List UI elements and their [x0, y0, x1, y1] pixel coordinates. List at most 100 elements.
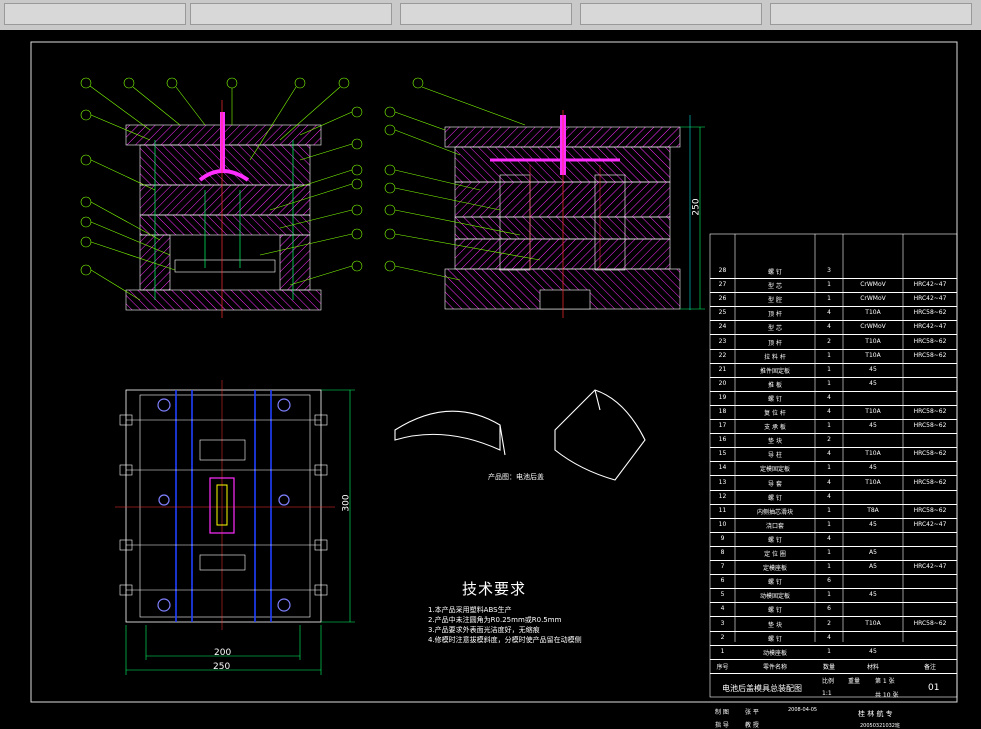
bom-cell: T10A — [865, 478, 881, 486]
bom-cell: 1 — [827, 591, 831, 599]
bom-cell: 3 — [720, 619, 725, 627]
title-block-qty-label: 重量 — [848, 677, 861, 685]
title-block-draw-name: 张 平 — [745, 708, 759, 716]
bom-cell: 45 — [869, 647, 877, 655]
tech-line: 4.修模时注意拔模斜度，分模时使产品留在动模侧 — [428, 636, 582, 644]
bom-cell: 17 — [718, 422, 727, 430]
title-block-check-name: 教 授 — [745, 721, 759, 729]
bom-cell: HRC58~62 — [913, 337, 947, 345]
bom-cell: 螺 钉 — [768, 494, 782, 502]
bom-cell: T10A — [865, 309, 881, 317]
bom-cell: 16 — [718, 436, 727, 444]
bom-cell: 6 — [720, 577, 725, 585]
bom-cell: 8 — [720, 549, 725, 556]
bom-cell: 导 柱 — [768, 452, 782, 460]
bom-cell: 1 — [827, 464, 831, 472]
bom-cell: 1 — [720, 647, 725, 655]
bom-cell: 2 — [827, 337, 831, 345]
tech-title: 技术要求 — [462, 580, 527, 598]
toolbar-field[interactable] — [190, 3, 392, 25]
bom-cell: 导 套 — [768, 480, 782, 488]
left-section-view — [125, 100, 322, 318]
bom-cell: A5 — [869, 563, 877, 571]
title-block-draw-label: 制 图 — [715, 708, 729, 716]
bom-cell: T8A — [867, 506, 879, 514]
bom-cell: 45 — [869, 379, 877, 387]
bom-cell: 9 — [720, 534, 725, 542]
technical-requirements: 技术要求 1.本产品采用塑料ABS生产 2.产品中未注圆角为R0.25mm或R0… — [428, 578, 582, 645]
bom-cell: CrWMoV — [860, 323, 886, 331]
bom-cell: 1 — [827, 563, 831, 571]
bom-cell: HRC58~62 — [913, 619, 947, 627]
bom-cell: 定模座板 — [762, 565, 787, 573]
bom-cell: T10A — [865, 450, 881, 458]
bom-cell: 45 — [869, 422, 877, 430]
bom-cell: HRC42~47 — [913, 281, 947, 289]
bom-cell: 螺 钉 — [768, 635, 782, 643]
toolbar-field[interactable] — [4, 3, 186, 25]
bom-cell: 5 — [720, 591, 725, 599]
bom-cell: 4 — [827, 478, 831, 486]
bom-cell: 1 — [827, 520, 831, 528]
bom-cell: 6 — [827, 577, 831, 585]
bom-cell: HRC58~62 — [913, 422, 947, 430]
dimension-lines — [125, 126, 705, 675]
bom-cell: 1 — [827, 295, 831, 303]
toolbar-field[interactable] — [400, 3, 572, 25]
cad-drawing — [30, 41, 958, 703]
title-block-id: 20050321032班 — [860, 722, 900, 729]
toolbar-field[interactable] — [580, 3, 762, 25]
bom-cell: T10A — [865, 351, 881, 359]
bom-cell: HRC42~47 — [913, 563, 947, 571]
bom-cell: 4 — [827, 633, 831, 641]
bom-cell: 1 — [827, 422, 831, 430]
bom-cell: 型 芯 — [768, 283, 782, 291]
bom-cell: 45 — [869, 464, 877, 472]
bom-cell: 垫 块 — [768, 621, 782, 629]
bom-cell: 2 — [827, 619, 831, 627]
bom-cell: 螺 钉 — [768, 536, 782, 544]
title-block-school: 桂 林 航 专 — [858, 709, 893, 718]
bom-cell: T10A — [865, 619, 881, 627]
bom-cell: 2 — [720, 633, 725, 641]
bom-cell: 螺 钉 — [768, 395, 782, 403]
bom-cell: 4 — [827, 450, 831, 458]
bom-cell: HRC58~62 — [913, 351, 947, 359]
bom-cell: 4 — [827, 393, 831, 401]
tech-line: 1.本产品采用塑料ABS生产 — [428, 606, 512, 614]
product-sketch — [394, 389, 646, 481]
bom-cell: 27 — [718, 281, 727, 289]
bom-cell: 浇口套 — [765, 522, 784, 530]
part-balloons — [80, 77, 541, 301]
bom-cell: HRC58~62 — [913, 450, 947, 458]
bom-cell: 45 — [869, 520, 877, 528]
bom-cell: 45 — [869, 365, 877, 373]
bom-cell: 4 — [827, 309, 831, 317]
toolbar-field[interactable] — [770, 3, 972, 25]
bom-cell: 1 — [827, 281, 831, 289]
bom-cell: 零件名称 — [762, 663, 787, 671]
bom-cell: 动模座板 — [762, 649, 787, 657]
right-section-view — [444, 110, 691, 318]
bom-cell: 3 — [827, 267, 831, 274]
tech-line: 2.产品中未注圆角为R0.25mm或R0.5mm — [428, 616, 562, 624]
product-label: 产品图：电池后盖 — [488, 473, 544, 481]
bom-cell: T10A — [865, 337, 881, 345]
drawing-canvas[interactable]: 200 250 300 250 产品图：电池后盖 技术要求 1.本产品采用塑料A… — [0, 30, 981, 729]
bom-cell: T10A — [865, 408, 881, 415]
bom-cell: 1 — [827, 351, 831, 359]
